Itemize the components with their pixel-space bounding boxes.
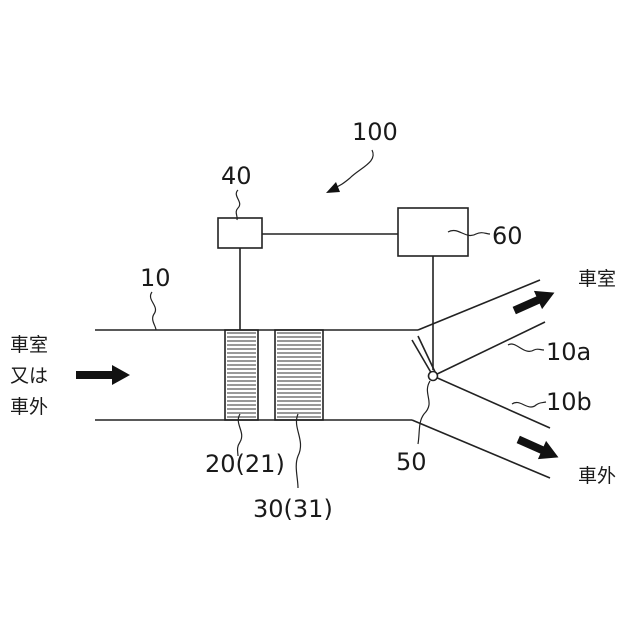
branch-divider-lower (433, 376, 550, 428)
label-duct: 10 (140, 264, 171, 292)
outlet-lower-flow-arrow-icon (514, 430, 562, 466)
element-30-31 (275, 330, 323, 420)
outlet-top-text: 車室 (578, 268, 616, 290)
label-controller-small: 40 (221, 162, 252, 190)
branch-lower-outer-wall (412, 420, 550, 478)
label-system: 100 (352, 118, 398, 146)
inlet-text-line-2: 又は (10, 365, 48, 387)
element-20-outline (225, 330, 258, 420)
branch-divider-upper (433, 322, 545, 376)
label-controller-main: 60 (492, 222, 523, 250)
controller-main-leader (448, 230, 490, 235)
element-30-leader (296, 414, 300, 488)
label-element-1: 20(21) (205, 450, 285, 478)
damper-pivot (429, 372, 438, 381)
label-branch-a: 10a (546, 338, 591, 366)
branch-b-leader (512, 402, 546, 407)
label-branch-b: 10b (546, 388, 592, 416)
inlet-flow-arrow-icon (76, 365, 130, 385)
controller-small-box (218, 218, 262, 248)
duct-leader (150, 292, 156, 330)
inlet-text-line-1: 車室 (10, 334, 48, 356)
label-damper: 50 (396, 448, 427, 476)
element-20-hatching (227, 333, 256, 417)
element-30-hatching (277, 333, 321, 417)
label-element-2: 30(31) (253, 495, 333, 523)
system-pointer-line (332, 150, 373, 189)
branch-a-leader (508, 344, 544, 351)
outlet-bottom-text: 車外 (578, 465, 616, 487)
damper-leader (418, 381, 430, 444)
element-20-21 (225, 330, 258, 420)
element-30-outline (275, 330, 323, 420)
controller-main-box (398, 208, 468, 256)
system-pointer-arrowhead-icon (326, 182, 340, 193)
controller-small-leader (236, 190, 240, 220)
inlet-text-line-3: 車外 (10, 396, 48, 418)
